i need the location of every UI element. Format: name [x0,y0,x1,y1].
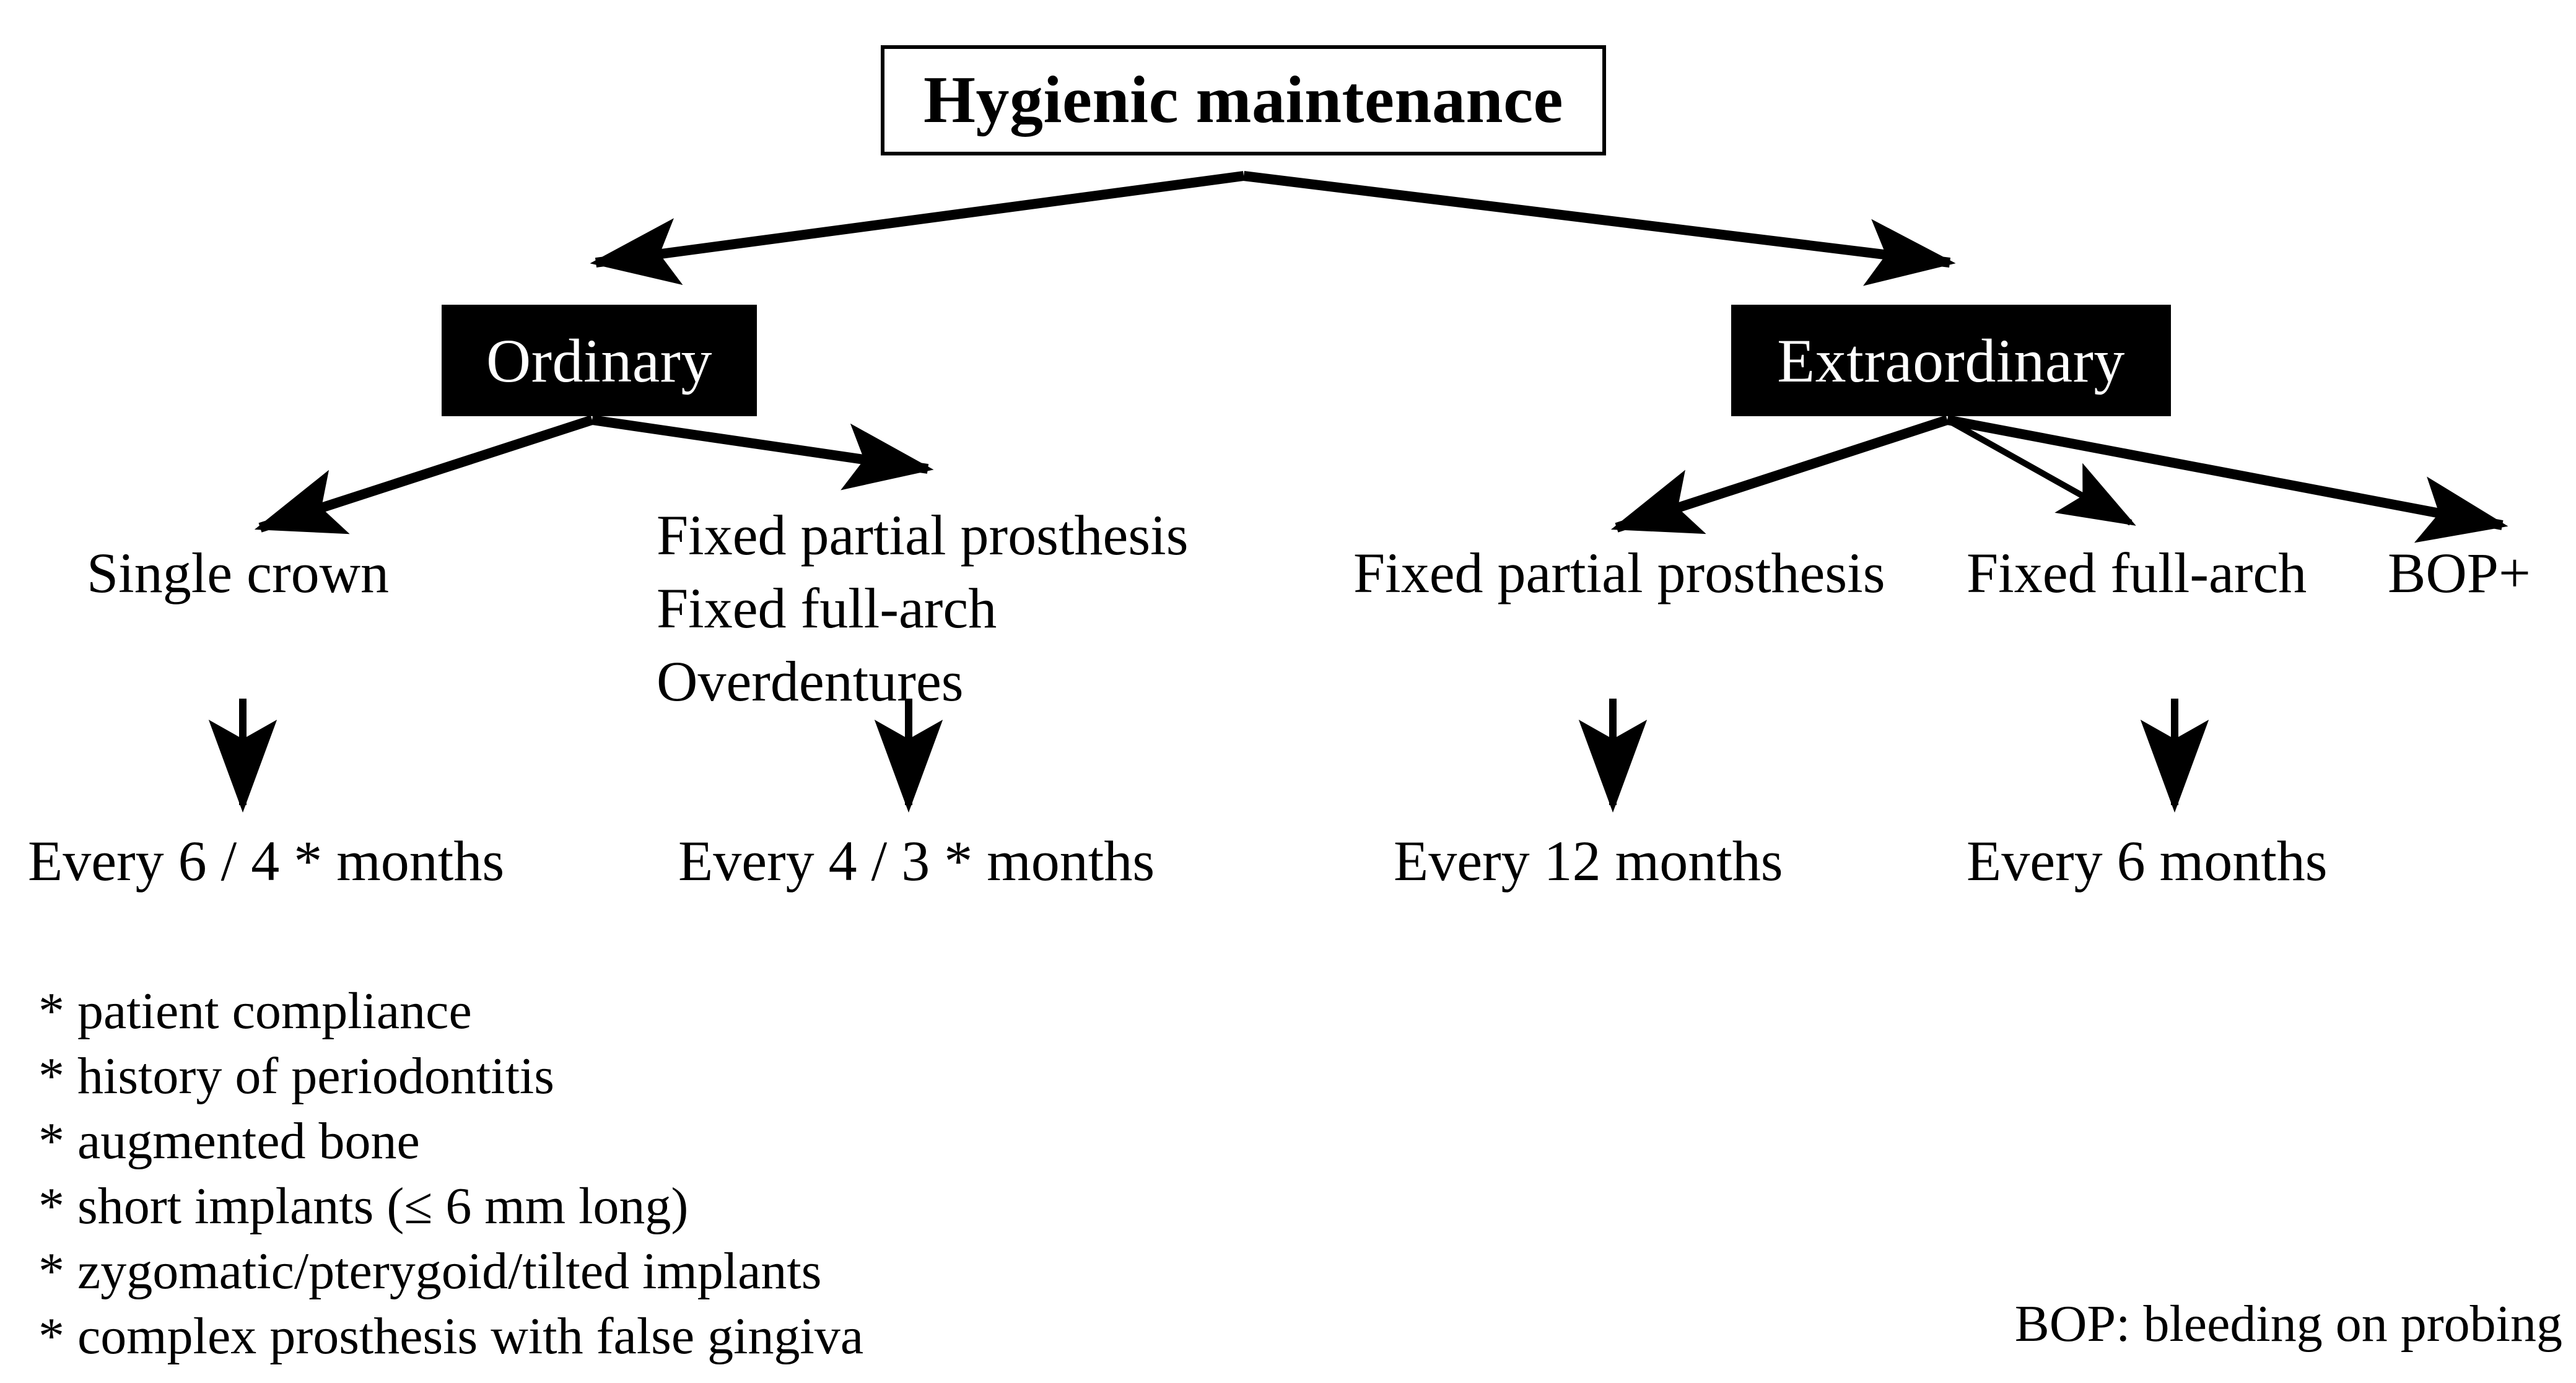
connector-extraordinary-to-fixed-partial-prosthesis [1610,415,1949,534]
branch-label-fixed-group: Fixed partial prosthesis Fixed full-arch… [657,499,1189,718]
footnote-item: * zygomatic/pterygoid/tilted implants [38,1242,822,1300]
root-node-label: Hygienic maintenance [923,63,1563,137]
connector-ordinary-to-single-crown [254,415,594,534]
root-node-hygienic-maintenance: Hygienic maintenance [881,45,1606,155]
branch-label-fixed-partial-prosthesis: Fixed partial prosthesis [657,504,1189,567]
connector-extraordinary-to-fixed-full-arch [1945,417,2136,526]
category-node-extraordinary: Extraordinary [1731,305,2171,416]
branch-label-overdentures: Overdentures [657,650,964,713]
connector-title-to-extraordinary [1243,171,1956,286]
connector-title-to-ordinary [590,171,1245,286]
branch-label-bop-positive: BOP+ [2388,541,2531,604]
frequency-single-crown: Every 6 / 4 * months [28,829,505,892]
connector-ordinary-to-fixed-group [591,415,934,491]
category-label-extraordinary: Extraordinary [1777,326,2125,395]
category-node-ordinary: Ordinary [442,305,757,416]
frequency-ex-fixed-partial-prosthesis: Every 12 months [1394,829,1783,892]
connector-extraordinary-to-bop [1946,415,2508,543]
branch-label-fixed-full-arch: Fixed full-arch [657,577,997,640]
branch-label-ex-fixed-full-arch: Fixed full-arch [1967,541,2307,604]
branch-label-single-crown: Single crown [87,541,390,604]
branch-label-ex-fixed-partial-prosthesis: Fixed partial prosthesis [1353,541,1885,604]
footnote-item: * patient compliance [38,982,472,1040]
footnote-list: * patient compliance * history of period… [38,979,863,1369]
footnote-item: * complex prosthesis with false gingiva [38,1307,864,1365]
legend-bop-abbreviation: BOP: bleeding on probing [2014,1295,2562,1353]
frequency-fixed-group: Every 4 / 3 * months [678,829,1155,892]
frequency-ex-fixed-full-arch: Every 6 months [1967,829,2328,892]
footnote-item: * history of periodontitis [38,1047,554,1105]
category-label-ordinary: Ordinary [486,326,712,395]
footnote-item: * short implants (≤ 6 mm long) [38,1177,689,1235]
footnote-item: * augmented bone [38,1112,420,1170]
